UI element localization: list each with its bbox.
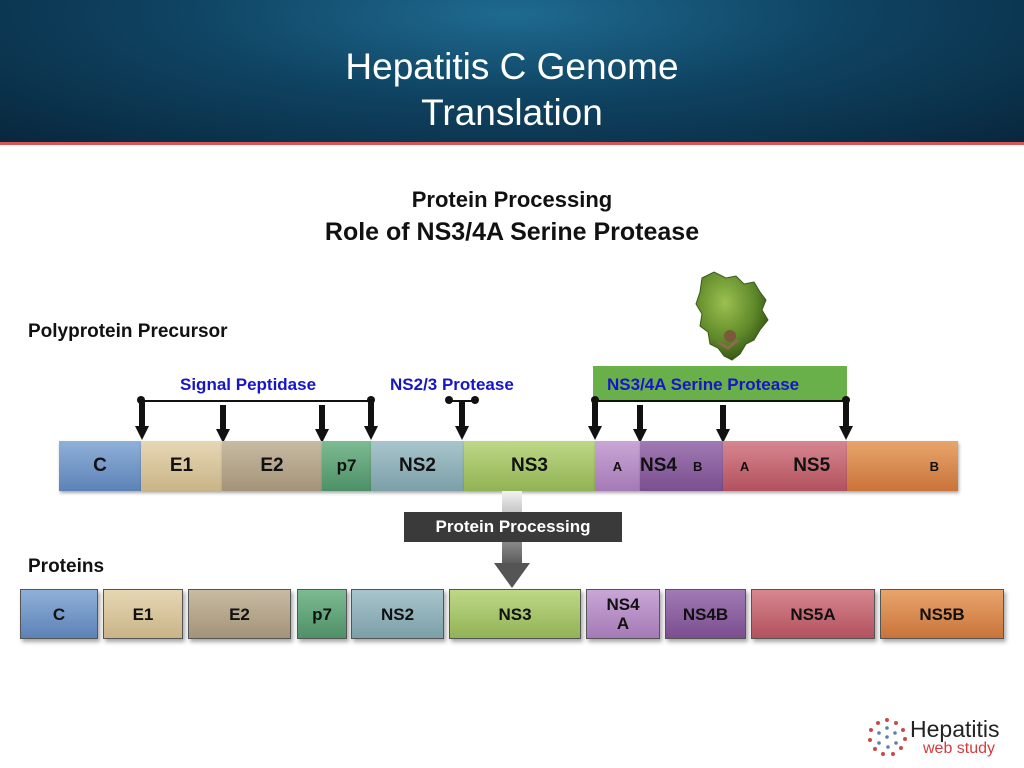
subtitle-line-2: Role of NS3/4A Serine Protease bbox=[324, 218, 700, 246]
protein-ns5a: NS5A bbox=[751, 589, 875, 639]
logo-text-hepatitis: Hepatitis bbox=[910, 716, 1000, 742]
polyprotein-precursor-label: Polyprotein Precursor bbox=[28, 321, 228, 342]
cleavage-arrow-icon bbox=[216, 405, 230, 443]
bracket-dot bbox=[591, 396, 599, 404]
proteins-label: Proteins bbox=[28, 556, 105, 577]
signal-peptidase-label: Signal Peptidase bbox=[180, 375, 317, 394]
cleavage-arrow-icon bbox=[135, 402, 149, 440]
cleavage-arrow-icon bbox=[315, 405, 329, 443]
title-line-1: Hepatitis C Genome bbox=[345, 46, 679, 87]
protein-p7: p7 bbox=[297, 589, 347, 639]
polyprotein-segment-e2: E2 bbox=[222, 441, 322, 491]
bracket-dot bbox=[842, 396, 850, 404]
subtitle-line-1: Protein Processing bbox=[411, 187, 613, 212]
polyprotein-segment-ns4a: A bbox=[595, 441, 640, 491]
ns2-3-bracket bbox=[449, 400, 475, 402]
bracket-dot bbox=[445, 396, 453, 404]
polyprotein-segment-ns5a: A NS5 bbox=[723, 441, 847, 491]
bracket-dot bbox=[367, 396, 375, 404]
polyprotein-segment-ns5b: B bbox=[847, 441, 958, 491]
cleavage-arrow-icon bbox=[364, 402, 378, 440]
polyprotein-segment-ns4b: NS4 B bbox=[640, 441, 723, 491]
polyprotein-segment-p7: p7 bbox=[322, 441, 371, 491]
ns2-3-protease-label: NS2/3 Protease bbox=[390, 375, 514, 394]
polyprotein-segment-ns2: NS2 bbox=[371, 441, 464, 491]
slide-title: Hepatitis C Genome Translation bbox=[0, 44, 1024, 136]
protein-processing-label: Protein Processing bbox=[404, 512, 622, 542]
ns3-4a-label-background bbox=[593, 366, 847, 400]
cleavage-arrow-icon bbox=[716, 405, 730, 443]
protein-ns2: NS2 bbox=[351, 589, 444, 639]
ns3-4a-serine-protease-label: NS3/4A Serine Protease bbox=[607, 375, 800, 394]
hepatitis-web-study-logo-icon bbox=[868, 718, 907, 756]
protein-c: C bbox=[20, 589, 98, 639]
protein-ns4b: NS4B bbox=[665, 589, 746, 639]
title-line-2: Translation bbox=[421, 92, 603, 133]
header-banner bbox=[0, 0, 1024, 142]
protein-e2: E2 bbox=[188, 589, 291, 639]
protein-ns5b: NS5B bbox=[880, 589, 1004, 639]
polyprotein-segment-ns3: NS3 bbox=[464, 441, 595, 491]
cleavage-arrow-icon bbox=[633, 405, 647, 443]
bracket-dot bbox=[137, 396, 145, 404]
polyprotein-segment-c: C bbox=[59, 441, 141, 491]
ns3-4a-bracket bbox=[595, 400, 846, 402]
polyprotein-segment-e1: E1 bbox=[141, 441, 222, 491]
protein-e1: E1 bbox=[103, 589, 183, 639]
protein-ns3: NS3 bbox=[449, 589, 581, 639]
cleavage-arrow-icon bbox=[455, 402, 469, 440]
logo-text-web-study: web study bbox=[923, 740, 996, 757]
cleavage-arrow-icon bbox=[588, 402, 602, 440]
bracket-dot bbox=[471, 396, 479, 404]
header-divider bbox=[0, 142, 1024, 145]
cleavage-arrow-icon bbox=[839, 402, 853, 440]
signal-peptidase-bracket bbox=[142, 400, 371, 402]
protease-structure-icon bbox=[695, 271, 769, 361]
